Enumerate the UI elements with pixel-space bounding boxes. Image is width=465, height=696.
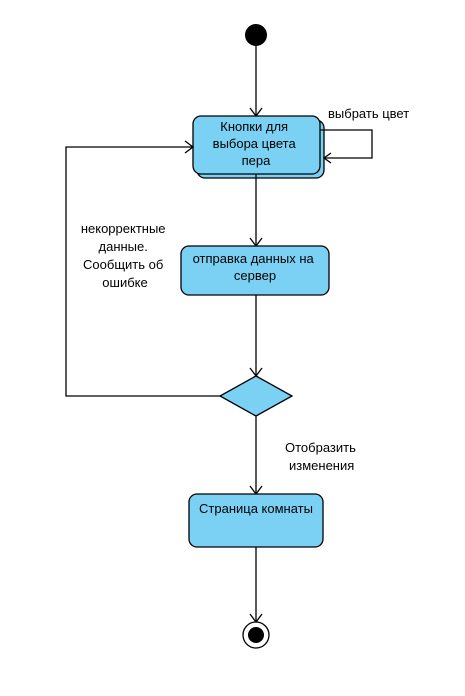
action-room-page[interactable]: Страница комнаты bbox=[188, 493, 324, 548]
edge-send-data-to-decision bbox=[249, 295, 263, 378]
action-pen-color-buttons[interactable]: Кнопки для выбора цвета пера bbox=[192, 115, 325, 179]
final-node[interactable] bbox=[242, 621, 270, 649]
initial-node[interactable] bbox=[245, 24, 267, 46]
edge-room-page-to-final bbox=[249, 547, 263, 624]
self-loop-label: выбрать цвет bbox=[328, 106, 409, 121]
edge-initial-to-pen-buttons bbox=[249, 46, 263, 118]
success-label: Отобразить изменения bbox=[285, 440, 359, 473]
action-room-page-label: Страница комнаты bbox=[199, 501, 313, 516]
error-label: некорректные данные. Сообщить об ошибке bbox=[81, 221, 169, 290]
action-send-data-label: отправка данных на сервер bbox=[193, 251, 318, 283]
edge-decision-to-room-page bbox=[249, 416, 263, 496]
action-send-data[interactable]: отправка данных на сервер bbox=[180, 245, 330, 296]
edge-self-loop-select-color bbox=[320, 129, 373, 164]
edge-error-back-to-pen-buttons bbox=[65, 140, 220, 397]
action-pen-color-buttons-label: Кнопки для выбора цвета пера bbox=[213, 119, 300, 168]
edge-pen-buttons-to-send-data bbox=[249, 174, 263, 248]
decision-node[interactable] bbox=[218, 375, 294, 417]
